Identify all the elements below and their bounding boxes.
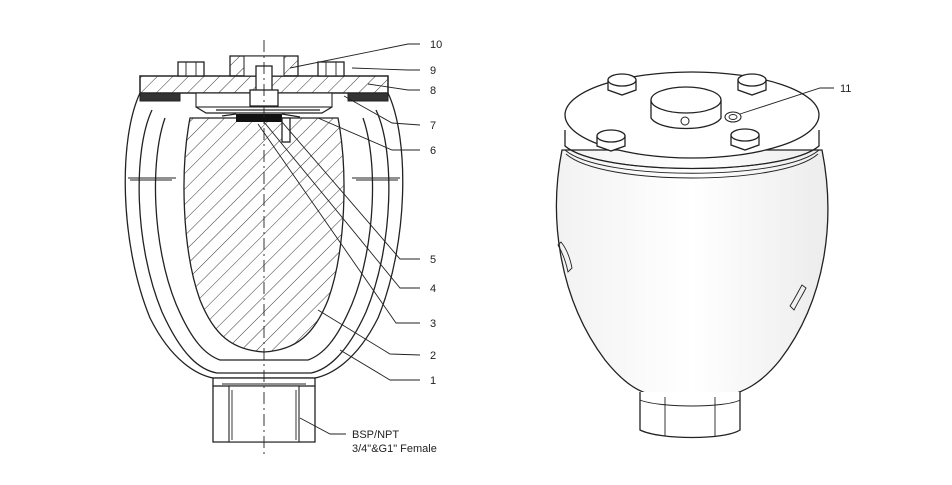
callout-5: 5 xyxy=(430,254,436,266)
callout-2: 2 xyxy=(430,350,436,362)
section-callout-labels: 10 9 8 7 6 5 4 3 2 1 xyxy=(430,39,442,387)
hex-neck xyxy=(639,392,741,439)
callout-6: 6 xyxy=(430,145,436,157)
leader-11 xyxy=(739,87,834,115)
section-view: 10 9 8 7 6 5 4 3 2 1 BSP/NPT 3/4"&G1" Fe… xyxy=(124,39,442,456)
bolt-front-right xyxy=(730,128,760,151)
test-port xyxy=(724,111,742,123)
callout-3: 3 xyxy=(430,318,436,330)
section-leaders xyxy=(257,43,421,435)
central-boss xyxy=(650,86,722,130)
callout-4: 4 xyxy=(430,283,436,295)
callout-9: 9 xyxy=(430,65,436,77)
bolt-back-right xyxy=(737,73,767,96)
callout-7: 7 xyxy=(430,120,436,132)
vent-body xyxy=(555,149,829,396)
connection-note-line1: BSP/NPT xyxy=(352,429,399,441)
callout-1: 1 xyxy=(430,375,436,387)
external-view: 11 xyxy=(555,71,851,439)
callout-10: 10 xyxy=(430,39,442,51)
valve-mechanism xyxy=(216,65,320,143)
bolt-front-left xyxy=(596,129,626,152)
callout-8: 8 xyxy=(430,85,436,97)
callout-11: 11 xyxy=(840,83,851,95)
bolt-back-left xyxy=(607,73,637,96)
connection-note-line2: 3/4"&G1" Female xyxy=(352,443,437,455)
